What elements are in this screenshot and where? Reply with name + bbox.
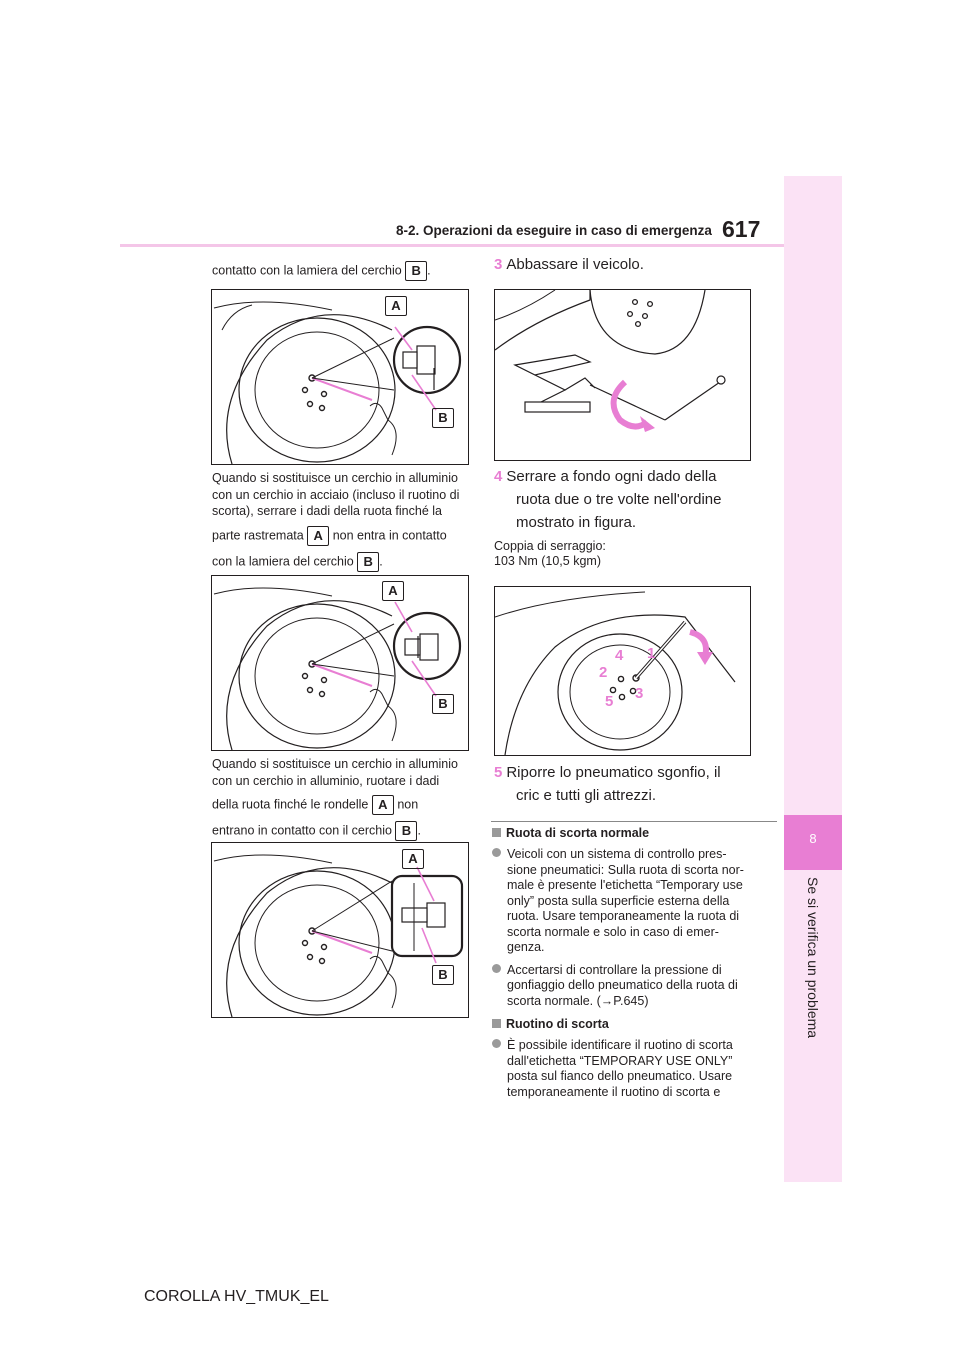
figure-label-a: A xyxy=(382,581,404,601)
note-heading-temporary-spare: Ruotino di scorta xyxy=(492,1017,767,1031)
figure-label-a: A xyxy=(402,849,424,869)
notes-section: Ruota di scorta normale Veicoli con un s… xyxy=(492,826,767,1100)
nut-order-4: 4 xyxy=(615,647,624,664)
note1-b1-line: male è presente l'etichetta “Temporary u… xyxy=(507,878,743,892)
round-bullet-icon xyxy=(492,963,501,973)
square-bullet-icon xyxy=(492,1019,501,1028)
side-tab-number-box xyxy=(784,815,842,870)
note1-b1-line: scorta normale e solo in caso di emer- xyxy=(507,924,719,939)
jack-diagram xyxy=(495,290,726,432)
intro-text-line: contatto con la lamiera del cerchio xyxy=(212,263,402,278)
nut-order-1: 1 xyxy=(647,645,656,662)
para1-line4b: non entra in contatto xyxy=(332,527,447,542)
figure-label-b: B xyxy=(432,965,454,985)
wheel-diagram-1 xyxy=(213,301,462,464)
figure-nut-steel-wheel: A B xyxy=(211,289,469,465)
note1-b2-line: gonfiaggio dello pneumatico della ruota … xyxy=(507,978,738,992)
side-tab-label: Se si verifica un problema xyxy=(805,877,821,1167)
step-4-line1: Serrare a fondo ogni dado della xyxy=(506,468,717,485)
label-a-badge: A xyxy=(371,795,394,815)
note2-b1-line: temporaneamente il ruotino di scorta e xyxy=(507,1084,721,1099)
step-4-number: 4 xyxy=(494,468,503,485)
para2-line4: entrano in contatto con il cerchio xyxy=(212,823,392,838)
note1-b1-line: sione pneumatici: Sulla ruota di scorta … xyxy=(507,862,744,877)
figure-nut-alloy-wheel: A B xyxy=(211,575,469,751)
step-5-line1: Riporre lo pneumatico sgonfio, il xyxy=(506,764,721,781)
paragraph-steel-wheel: Quando si sostituisce un cerchio in allu… xyxy=(212,470,482,572)
round-bullet-icon xyxy=(492,1039,501,1048)
note1-bullet1: Veicoli con un sistema di controllo pres… xyxy=(492,847,767,956)
note2-bullet1: È possibile identificare il ruotino di s… xyxy=(492,1038,767,1100)
note1-bullet2: Accertarsi di controllare la pressione d… xyxy=(492,963,767,1010)
arrow-icon: → xyxy=(600,993,614,1008)
para2-line3b: non xyxy=(397,797,419,812)
note2-b1-line: dall'etichetta “TEMPORARY USE ONLY” xyxy=(507,1053,733,1068)
torque-label: Coppia di serraggio: xyxy=(494,539,606,553)
side-tab xyxy=(784,176,842,1182)
wheel-diagram-2 xyxy=(213,587,462,750)
figure-label-b: B xyxy=(432,694,454,714)
nut-order-5: 5 xyxy=(605,693,614,710)
figure-label-b: B xyxy=(432,408,454,428)
footer-model: COROLLA HV_TMUK_EL xyxy=(144,1288,329,1305)
note2-title: Ruotino di scorta xyxy=(506,1017,609,1031)
note1-b1-line: only” posta sulla superficie esterna del… xyxy=(507,893,730,908)
label-b-badge: B xyxy=(405,261,428,281)
label-b-badge: B xyxy=(357,551,380,572)
para2-line3a: della ruota finché le rondelle xyxy=(212,797,369,812)
page-number: 617 xyxy=(722,216,761,242)
figure-nut-washer: A B xyxy=(211,842,469,1018)
para1-line2: con un cerchio in acciaio (incluso il ru… xyxy=(212,487,460,502)
nut-order-2: 2 xyxy=(599,664,608,681)
page-reference-link[interactable]: P.645) xyxy=(613,993,649,1008)
para2-line2: con un cerchio in alluminio, ruotare i d… xyxy=(212,773,440,788)
side-tab-number: 8 xyxy=(809,831,817,846)
paragraph-alloy-wheel: Quando si sostituisce un cerchio in allu… xyxy=(212,756,482,841)
label-b-badge: B xyxy=(395,821,418,841)
para1-line4a: parte rastremata xyxy=(212,527,304,542)
step-4-line3: mostrato in figura. xyxy=(516,514,637,531)
nut-order-3: 3 xyxy=(635,685,644,702)
label-a-badge: A xyxy=(307,525,330,546)
note1-b2-line: Accertarsi di controllare la pressione d… xyxy=(507,962,722,977)
step-4-line2: ruota due o tre volte nell'ordine xyxy=(516,491,722,508)
torque-value: 103 Nm (10,5 kgm) xyxy=(494,554,601,568)
note2-b1-line: È possibile identificare il ruotino di s… xyxy=(507,1038,733,1052)
wheel-diagram-3 xyxy=(213,854,464,1017)
note1-b2-line: scorta normale. ( xyxy=(507,993,601,1008)
notes-divider xyxy=(491,821,777,822)
step-5-number: 5 xyxy=(494,764,503,781)
para2-line1: Quando si sostituisce un cerchio in allu… xyxy=(212,757,458,771)
tightening-diagram xyxy=(495,591,736,755)
step-3-number: 3 xyxy=(494,256,503,273)
note2-b1-line: posta sul fianco dello pneumatico. Usare xyxy=(507,1069,733,1083)
figure-label-a: A xyxy=(385,296,407,316)
side-tab-label-text: Se si verifica un problema xyxy=(805,877,821,1039)
intro-text: contatto con la lamiera del cerchio B. xyxy=(212,261,431,281)
para1-line1: Quando si sostituisce un cerchio in allu… xyxy=(212,471,458,485)
para1-line3: scorta), serrare i dadi della ruota finc… xyxy=(212,504,442,518)
para1-line5: con la lamiera del cerchio xyxy=(212,553,354,568)
figure-tightening-order: 1 2 3 4 5 xyxy=(494,586,751,756)
square-bullet-icon xyxy=(492,828,501,837)
note1-title: Ruota di scorta normale xyxy=(506,826,650,840)
note1-b1-line: ruota. Usare temporaneamente la ruota di xyxy=(507,909,740,923)
header-rule xyxy=(120,244,784,247)
section-title: 8-2. Operazioni da eseguire in caso di e… xyxy=(396,223,712,238)
note1-b1-line: Veicoli con un sistema di controllo pres… xyxy=(507,847,727,861)
note1-b1-line: genza. xyxy=(507,940,545,954)
note-heading-spare-wheel: Ruota di scorta normale xyxy=(492,826,767,840)
round-bullet-icon xyxy=(492,848,501,857)
torque-spec: Coppia di serraggio: 103 Nm (10,5 kgm) xyxy=(494,539,606,569)
figure-lower-vehicle xyxy=(494,289,751,461)
step-3-text: Abbassare il veicolo. xyxy=(506,256,644,273)
step-5-line2: cric e tutti gli attrezzi. xyxy=(516,787,657,804)
